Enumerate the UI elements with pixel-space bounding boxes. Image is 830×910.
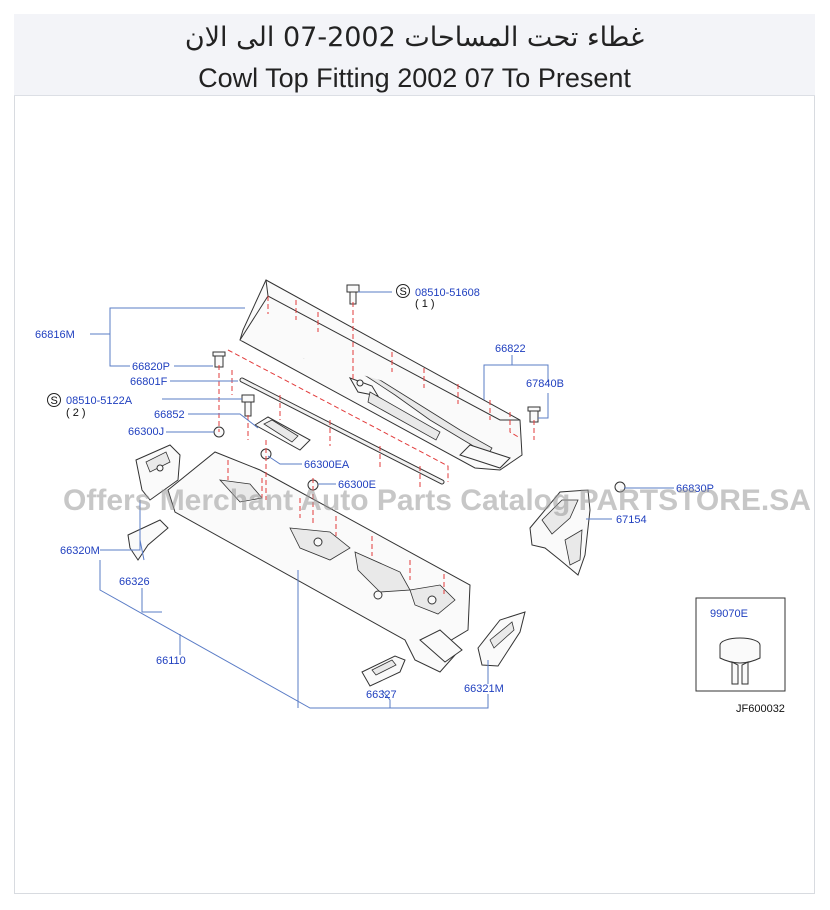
diagram-code: JF600032 xyxy=(736,703,785,715)
title-arabic: غطاء تحت المساحات 2002-07 الى الان xyxy=(184,22,645,53)
label-66300E[interactable]: 66300E xyxy=(338,479,376,491)
label-66327[interactable]: 66327 xyxy=(366,689,397,701)
leader-lines xyxy=(90,291,674,709)
label-66300EA[interactable]: 66300EA xyxy=(304,459,350,471)
clip-66852 xyxy=(254,416,311,451)
bolt-symbol-top: S xyxy=(396,284,410,298)
bracket-right-66321M xyxy=(477,611,526,667)
svg-text:S: S xyxy=(400,286,407,298)
label-67840B[interactable]: 67840B xyxy=(526,378,564,390)
title-bar xyxy=(14,14,815,96)
label-66852[interactable]: 66852 xyxy=(154,409,185,421)
label-66326[interactable]: 66326 xyxy=(119,576,150,588)
clip-detail-box xyxy=(695,597,786,692)
label-66110[interactable]: 66110 xyxy=(156,655,186,667)
label-99070E[interactable]: 99070E xyxy=(710,608,748,620)
label-66820P[interactable]: 66820P xyxy=(132,361,170,373)
label-66816M[interactable]: 66816M xyxy=(35,329,75,341)
bracket-left-66320M xyxy=(135,444,181,501)
label-67154[interactable]: 67154 xyxy=(616,514,647,526)
label-66321M[interactable]: 66321M xyxy=(464,683,504,695)
label-66300J[interactable]: 66300J xyxy=(128,426,164,438)
svg-text:S: S xyxy=(51,395,58,407)
qty-08510-51608: ( 1 ) xyxy=(415,298,435,310)
title-english: Cowl Top Fitting 2002 07 To Present xyxy=(198,63,631,93)
bracket-66326 xyxy=(127,519,169,561)
label-08510-5122A[interactable]: 08510-5122A xyxy=(66,395,133,407)
dashed-guides xyxy=(218,296,535,594)
watermark: Offers Merchant Auto Parts Catalog PARTS… xyxy=(63,484,811,517)
label-66830P[interactable]: 66830P xyxy=(676,483,714,495)
label-66320M[interactable]: 66320M xyxy=(60,545,100,557)
seal-strip xyxy=(239,377,445,485)
extension-67154 xyxy=(529,489,591,576)
label-66822[interactable]: 66822 xyxy=(495,343,526,355)
label-66801F[interactable]: 66801F xyxy=(130,376,168,388)
diagram-frame xyxy=(14,14,815,894)
bolt-symbol-left: S xyxy=(47,393,61,407)
bracket-66327 xyxy=(361,655,406,687)
qty-08510-5122A: ( 2 ) xyxy=(66,407,86,419)
cowl-top-cover xyxy=(239,279,523,471)
label-08510-51608[interactable]: 08510-51608 xyxy=(415,287,480,299)
